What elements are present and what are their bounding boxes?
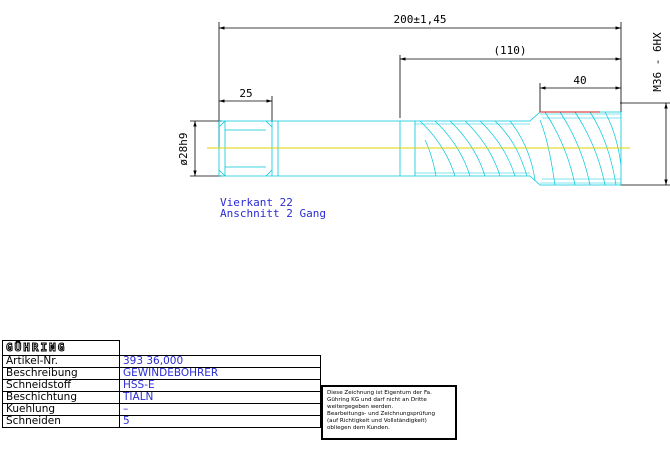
dim-thread-length-label: 40: [573, 74, 586, 87]
dim-shank-dia-label: ø28h9: [177, 132, 190, 165]
disclaimer-line: weitergegeben werden.: [327, 404, 394, 410]
row-label: Schneiden: [2, 415, 120, 428]
title-block-row: Schneiden 5: [2, 415, 321, 428]
disclaimer-line: Bearbeitungs- und Zeichnungsprüfung: [327, 411, 436, 417]
title-block-logo-row: GÜHRING: [2, 340, 321, 356]
thread-hatching: [415, 113, 621, 184]
row-value: 5: [119, 415, 321, 428]
ownership-disclaimer: Diese Zeichnung ist Eigentum der Fa. Güh…: [321, 385, 457, 440]
row-label: Beschreibung: [2, 367, 120, 380]
title-block-row: Beschreibung GEWINDEBOHRER: [2, 367, 321, 380]
row-value: HSS-E: [119, 379, 321, 392]
row-label: Beschichtung: [2, 391, 120, 404]
extension-lines: [190, 22, 670, 186]
disclaimer-line: (auf Richtigkeit und Vollständigkeit): [327, 418, 427, 424]
title-block-row: Kuehlung –: [2, 403, 321, 416]
row-value: GEWINDEBOHRER: [119, 367, 321, 380]
title-block: GÜHRING Artikel-Nr. 393 36,000 Beschreib…: [2, 340, 321, 428]
dim-thread-spec-label: M36 - 6HX: [651, 32, 664, 92]
row-value: 393 36,000: [119, 355, 321, 368]
dim-overall-label: 200±1,45: [394, 13, 447, 26]
disclaimer-line: obliegen dem Kunden.: [327, 425, 390, 431]
row-label: Kuehlung: [2, 403, 120, 416]
dimension-lines: [193, 26, 668, 185]
title-block-row: Artikel-Nr. 393 36,000: [2, 355, 321, 368]
dim-square-label: 25: [239, 87, 252, 100]
row-label: Artikel-Nr.: [2, 355, 120, 368]
row-label: Schneidstoff: [2, 379, 120, 392]
company-logo: GÜHRING: [5, 341, 67, 354]
disclaimer-line: Gühring KG und darf nicht an Dritte: [327, 397, 427, 403]
disclaimer-line: Diese Zeichnung ist Eigentum der Fa.: [327, 390, 432, 396]
note-chamfer: Anschnitt 2 Gang: [220, 207, 326, 220]
drawing-notes: Vierkant 22 Anschnitt 2 Gang: [220, 197, 326, 219]
note-square: Vierkant 22: [220, 196, 293, 209]
dim-thread-section-label: (110): [493, 44, 526, 57]
row-value: –: [119, 403, 321, 416]
title-block-row: Beschichtung TIALN: [2, 391, 321, 404]
row-value: TIALN: [119, 391, 321, 404]
title-block-row: Schneidstoff HSS-E: [2, 379, 321, 392]
